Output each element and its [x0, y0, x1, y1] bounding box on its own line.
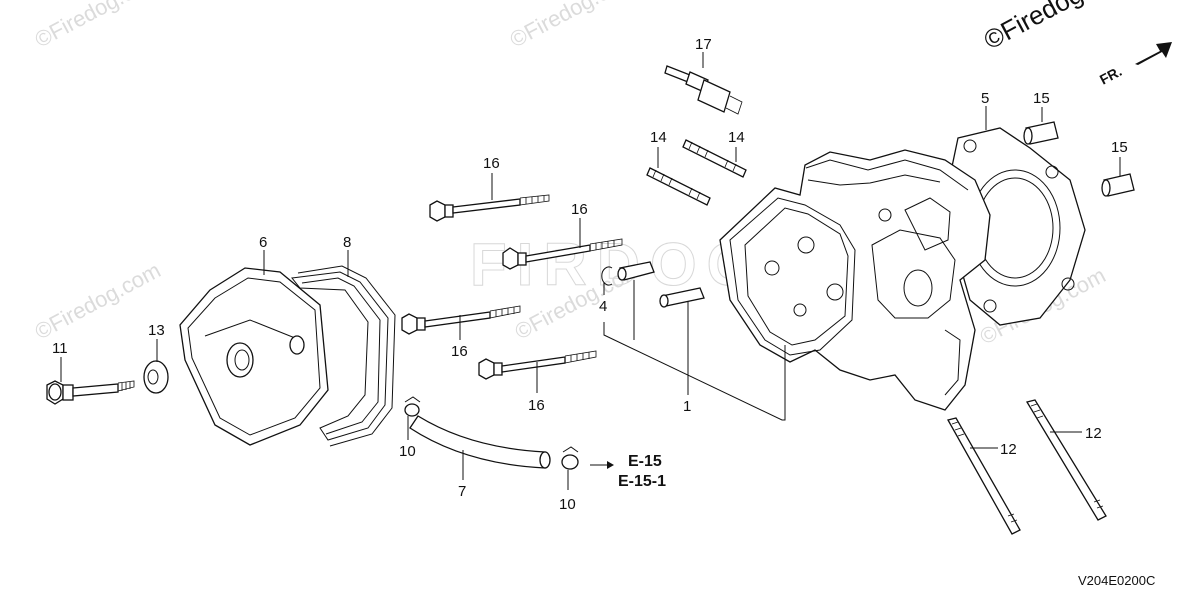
part-14-stud-b: [682, 139, 747, 178]
front-direction-indicator: FR.: [1097, 42, 1172, 88]
callout-10-b: 10: [559, 496, 576, 513]
callout-8: 8: [343, 234, 351, 251]
part-15-dowel-a: [1023, 121, 1059, 145]
part-12-stud-b: [1025, 399, 1107, 521]
part-16-bolt-b: [502, 238, 623, 270]
part-7-breather-tube: [409, 415, 551, 469]
part-11-bolt: [46, 380, 135, 405]
part-16-bolt-c: [401, 305, 521, 335]
callout-16-c: 16: [451, 343, 468, 360]
callout-5: 5: [981, 90, 989, 107]
reference-e15-1[interactable]: E-15-1: [618, 473, 666, 490]
callout-6: 6: [259, 234, 267, 251]
callout-16-b: 16: [571, 201, 588, 218]
front-arrow-icon: [1135, 42, 1172, 65]
watermark-top-left: ©Firedog.com: [31, 0, 165, 52]
part-15-dowel-b: [1101, 173, 1135, 197]
part-14-stud-a: [646, 167, 711, 206]
callout-15-b: 15: [1111, 139, 1128, 156]
part-4-clip: [601, 266, 613, 286]
part-10-tube-clip-a: [404, 396, 421, 417]
watermark-top-center: ©Firedog.com: [506, 0, 640, 52]
callout-1: 1: [683, 398, 691, 415]
part-17-spark-plug: [664, 65, 743, 115]
callout-17: 17: [695, 36, 712, 53]
callout-12-b: 12: [1085, 425, 1102, 442]
watermark-left: ©Firedog.com: [31, 257, 165, 344]
callout-7: 7: [458, 483, 466, 500]
part-13-washer: [143, 360, 169, 394]
diagram-code: V204E0200C: [1078, 573, 1155, 588]
callout-16-d: 16: [528, 397, 545, 414]
part-6-head-cover: [179, 267, 329, 446]
callout-14-a: 14: [650, 129, 667, 146]
callout-13: 13: [148, 322, 165, 339]
part-16-bolt-d: [478, 350, 597, 380]
callout-10-a: 10: [399, 443, 416, 460]
callout-11: 11: [52, 340, 68, 357]
callout-14-b: 14: [728, 129, 745, 146]
front-label: FR.: [1097, 63, 1124, 88]
leader-lines: [60, 52, 1121, 490]
callout-16-a: 16: [483, 155, 500, 172]
reference-e15[interactable]: E-15: [628, 453, 662, 470]
part-12-stud-a: [947, 417, 1021, 535]
callout-12-a: 12: [1000, 441, 1017, 458]
part-1-valve-guide: [617, 261, 705, 308]
part-5-cylinder-head-gasket: [944, 127, 1086, 326]
part-16-bolt-a: [429, 194, 550, 222]
watermark-corner: ©Firedog: [979, 0, 1088, 55]
callout-15-a: 15: [1033, 90, 1050, 107]
callout-4: 4: [599, 298, 607, 315]
part-10-tube-clip-b: [561, 446, 579, 470]
part-8-head-cover-gasket: [291, 265, 396, 447]
cylinder-head: [719, 149, 991, 411]
